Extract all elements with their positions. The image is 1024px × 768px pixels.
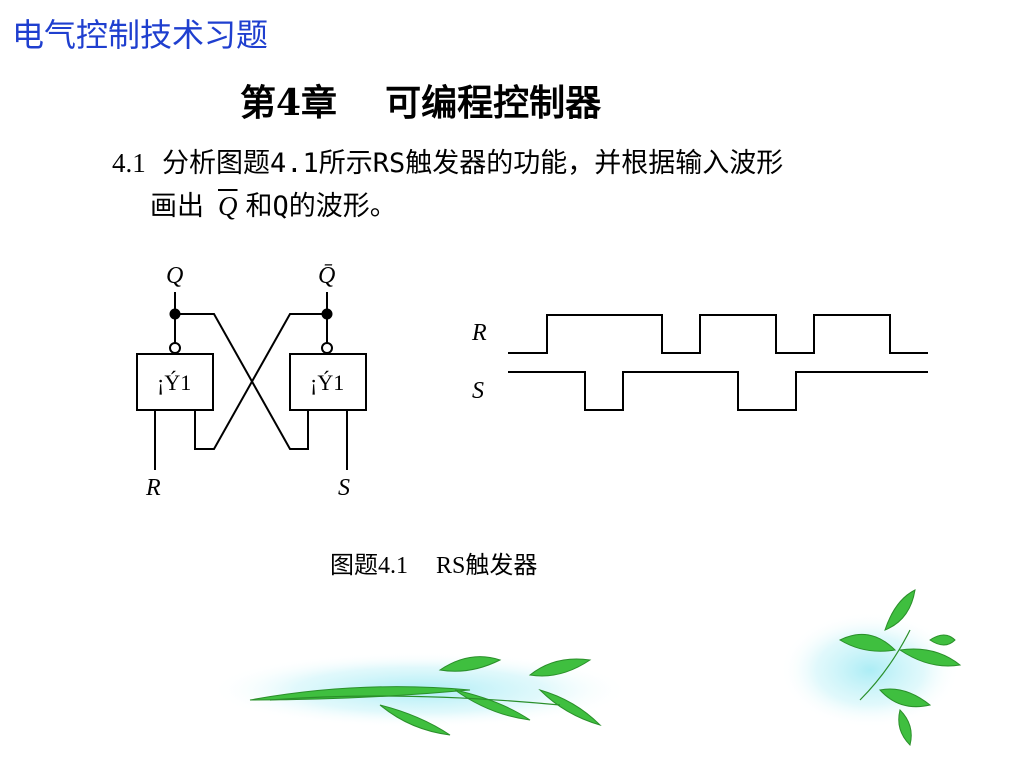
leaf-icon — [538, 688, 602, 727]
leaf-icon — [454, 689, 531, 721]
gate-right-label: ¡Ý1 — [310, 370, 344, 395]
inverter-bubble-left — [169, 342, 181, 354]
input-r-label: R — [145, 475, 161, 501]
leaf-icon — [528, 658, 592, 677]
output-q-label: Q — [166, 263, 183, 289]
leaf-decoration — [210, 589, 962, 746]
waveform-r-label: R — [471, 320, 487, 346]
chapter-number: 第4章 — [240, 82, 338, 124]
junction-dot-left — [169, 308, 181, 320]
chapter-title: 第4章 可编程控制器 — [240, 74, 601, 126]
problem-text-line2-suffix: 和Q的波形。 — [245, 191, 397, 222]
problem-text-line1: 分析图题4.1所示RS触发器的功能，并根据输入波形 — [162, 148, 784, 179]
leaf-icon — [838, 633, 897, 652]
wire-cross-left — [175, 313, 309, 450]
waveform-r — [508, 314, 928, 354]
output-qbar-label: Q̄ — [318, 263, 335, 289]
leaf-icon — [438, 656, 502, 672]
header-title: 电气控制技术习题 — [12, 16, 269, 54]
gate-right — [289, 353, 367, 411]
input-s-label: S — [338, 475, 350, 501]
rs-flipflop-circuit — [136, 292, 367, 470]
leaf-icon — [249, 686, 471, 701]
problem-number: 4.1 — [112, 148, 146, 178]
chapter-name: 可编程控制器 — [385, 82, 602, 124]
waveform-s-label: S — [472, 378, 484, 404]
waveform-s — [508, 371, 928, 411]
inverter-bubble-right — [321, 342, 333, 354]
problem-text-line2-prefix: 画出 — [150, 191, 204, 222]
leaf-icon — [898, 648, 962, 667]
caption-figure-number: 图题4.1 — [330, 553, 408, 579]
leaf-icon — [879, 688, 932, 708]
figure-caption: 图题4.1 RS触发器 — [330, 545, 537, 580]
leaf-icon — [898, 709, 912, 746]
leaf-icon — [379, 704, 451, 736]
junction-dot-right — [321, 308, 333, 320]
gate-left-label: ¡Ý1 — [157, 370, 191, 395]
leaf-icon — [929, 634, 956, 646]
wire-cross-right — [194, 313, 327, 450]
caption-figure-name: RS触发器 — [436, 553, 538, 579]
input-waveforms — [508, 314, 928, 411]
qbar-symbol: Q — [218, 191, 238, 221]
leaf-icon — [884, 589, 916, 631]
